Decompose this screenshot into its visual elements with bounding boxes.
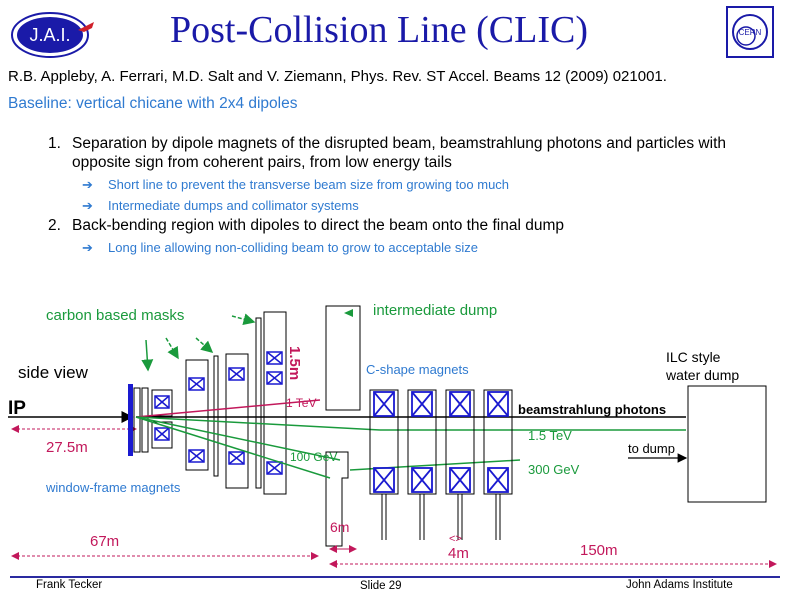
sub-item: ➔ Long line allowing non-colliding beam … [48,237,738,258]
arrow-icon: ➔ [82,177,93,192]
arrow-icon [231,313,256,326]
jai-logo-text: J.A.I. [29,25,70,45]
label-carbon-masks: carbon based masks [46,307,184,324]
label-1-5m: 1.5m [286,346,303,380]
label-67m: 67m [90,533,119,550]
label-1-5tev: 1.5 TeV [528,428,572,443]
arrow-icon [141,339,154,372]
label-beamstrahlung: beamstrahlung photons [518,402,666,417]
label-100gev: 100 GeV [290,450,337,464]
arrow-icon: ➔ [82,198,93,213]
footer-rule [10,576,780,578]
list-number: 1. [48,135,61,152]
page-title: Post-Collision Line (CLIC) [170,9,588,51]
label-window-frame: window-frame magnets [45,480,181,495]
cern-logo-text: CERN [739,28,762,37]
label-side-view: side view [18,363,89,382]
list-number: 2. [48,217,61,234]
label-150m: 150m [580,542,618,559]
label-300gev: 300 GeV [528,462,580,477]
label-4m: 4m [448,545,469,562]
beamline-diagram: carbon based masks intermediate dump sid… [8,302,777,568]
arrow-icon: ➔ [82,240,93,255]
sub-item-text: Intermediate dumps and collimator system… [108,198,359,213]
label-to-dump: to dump [628,441,675,456]
arrow-icon [165,337,179,360]
sub-item-text: Long line allowing non-colliding beam to… [108,240,479,255]
list-item-text: Back-bending region with dipoles to dire… [72,217,564,234]
sub-item: ➔ Intermediate dumps and collimator syst… [48,195,738,216]
label-ip: IP [8,398,26,419]
slide-number: Slide 29 [360,580,402,592]
list-item-text: Separation by dipole magnets of the disr… [72,135,726,171]
label-cshape-magnets: C-shape magnets [366,362,469,377]
label-intermediate-dump: intermediate dump [373,302,497,319]
footer-author: Frank Tecker [36,579,103,591]
footer-institute: John Adams Institute [626,579,733,591]
label-ilc-style: ILC style [666,349,721,365]
list-item-1: 1. Separation by dipole magnets of the d… [48,134,738,172]
label-27-5m: 27.5m [46,439,88,456]
jai-logo: J.A.I. [11,12,94,58]
label-6m: 6m [330,519,349,535]
numbered-list: 1. Separation by dipole magnets of the d… [48,134,738,258]
sub-item-text: Short line to prevent the transverse bea… [108,177,510,192]
reference-citation: R.B. Appleby, A. Ferrari, M.D. Salt and … [8,68,667,85]
list-item-2: 2. Back-bending region with dipoles to d… [48,216,738,235]
arrow-icon [195,337,214,353]
label-water-dump: water dump [665,367,739,383]
cern-logo: CERN [726,6,774,58]
label-1tev: 1 TeV [286,396,316,410]
baseline-heading: Baseline: vertical chicane with 2x4 dipo… [8,95,298,112]
sub-item: ➔ Short line to prevent the transverse b… [48,174,738,195]
svg-text:<>: <> [449,533,462,545]
